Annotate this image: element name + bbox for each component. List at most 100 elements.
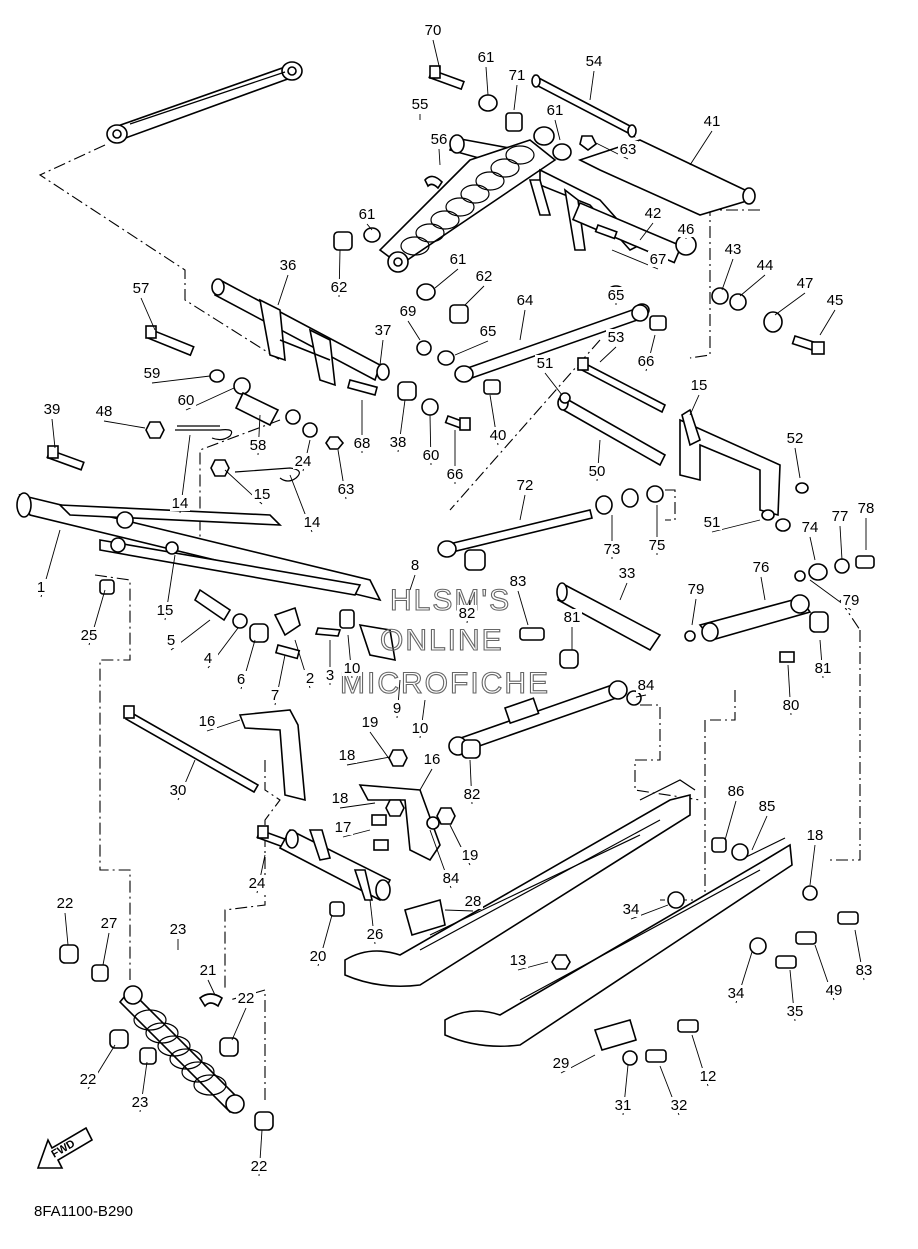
leader-line (151, 375, 211, 384)
callout-background (365, 926, 385, 942)
leader-line (277, 274, 289, 306)
fwd-arrow-icon: FWD (36, 1126, 94, 1169)
callout-background (726, 985, 746, 1001)
part-callout: 59 (144, 365, 161, 382)
leader-line (809, 844, 816, 886)
callout-background (388, 434, 408, 450)
leader-line (689, 130, 713, 166)
leader-line (369, 731, 391, 761)
callout-background (293, 453, 313, 469)
callout-background (757, 798, 777, 814)
part-callout: 37 (375, 322, 392, 339)
callout-background (423, 22, 443, 38)
part-callout: 14 (172, 495, 189, 512)
part-callout: 83 (856, 962, 873, 979)
watermark-line-3: MICROFICHE (340, 667, 550, 700)
long-bolt-30 (123, 705, 260, 794)
part-callout: 41 (704, 113, 721, 130)
part-callout: 24 (295, 453, 312, 470)
callout-background (441, 870, 461, 886)
callout-background (723, 241, 743, 257)
leader-line (454, 340, 489, 356)
callout-background (636, 353, 656, 369)
callout-background (155, 602, 175, 618)
callout-background (463, 893, 483, 909)
part-callout: 79 (843, 592, 860, 609)
callout-background (460, 847, 480, 863)
upper-arm-bracket (528, 74, 756, 264)
part-callout: 34 (728, 985, 745, 1002)
rear-arm-27 (256, 825, 446, 937)
leader-line (140, 297, 156, 331)
callout-background (813, 660, 833, 676)
callout-background (854, 962, 874, 978)
callout-background (686, 581, 706, 597)
callout-background (647, 537, 667, 553)
leader-line (519, 309, 526, 341)
callout-background (562, 609, 582, 625)
part-callout: 47 (797, 275, 814, 292)
connecting-rod-top (106, 61, 303, 144)
callout-background (278, 257, 298, 273)
part-callout: 72 (517, 477, 534, 494)
part-callout: 2 (306, 670, 314, 687)
callout-background (198, 650, 218, 666)
leader-line (342, 829, 371, 838)
part-callout: 1 (37, 579, 45, 596)
callout-background (478, 323, 498, 339)
leader-line (407, 320, 421, 341)
callout-background (422, 751, 442, 767)
part-callout: 67 (650, 251, 667, 268)
callout-background (352, 435, 372, 451)
callout-background (142, 365, 162, 381)
rear-rod (448, 680, 642, 759)
part-callout: 53 (608, 329, 625, 346)
callout-background (445, 466, 465, 482)
part-callout: 83 (510, 573, 527, 590)
callout-background (602, 541, 622, 557)
part-callout: 77 (832, 508, 849, 525)
part-callout: 22 (80, 1071, 97, 1088)
shafts (557, 357, 667, 467)
leader-line (346, 756, 391, 766)
callout-background (410, 720, 430, 736)
part-callout: 56 (431, 131, 448, 148)
part-callout: 73 (604, 541, 621, 558)
callout-background (648, 251, 668, 267)
part-callout: 69 (400, 303, 417, 320)
callout-background (474, 268, 494, 284)
part-callout: 81 (815, 660, 832, 677)
callout-background (702, 113, 722, 129)
callout-background (131, 280, 151, 296)
callout-background (170, 495, 190, 511)
callout-background (79, 627, 99, 643)
callout-background (515, 292, 535, 308)
part-callout: 65 (480, 323, 497, 340)
leader-line (419, 768, 433, 791)
leader-line (599, 346, 617, 363)
part-callout: 54 (586, 53, 603, 70)
part-callout: 79 (688, 581, 705, 598)
callout-background (824, 982, 844, 998)
leader-line (689, 394, 700, 416)
callout-background (476, 49, 496, 65)
leader-line (231, 1007, 247, 1041)
part-callout: 55 (412, 96, 429, 113)
part-callout: 86 (728, 783, 745, 800)
front-arm (145, 278, 471, 450)
leader-line (517, 961, 549, 971)
part-callout: 38 (390, 434, 407, 451)
part-callout: 78 (858, 500, 875, 517)
callout-background (357, 206, 377, 222)
leader-line (379, 339, 384, 366)
part-callout: 31 (615, 1097, 632, 1114)
callout-background (247, 875, 267, 891)
part-callout: 82 (459, 605, 476, 622)
callout-background (329, 279, 349, 295)
part-callout: 39 (44, 401, 61, 418)
callout-background (702, 514, 722, 530)
callout-background (231, 671, 251, 687)
callout-background (618, 141, 638, 157)
leader-line (839, 525, 843, 561)
part-callout: 61 (450, 251, 467, 268)
